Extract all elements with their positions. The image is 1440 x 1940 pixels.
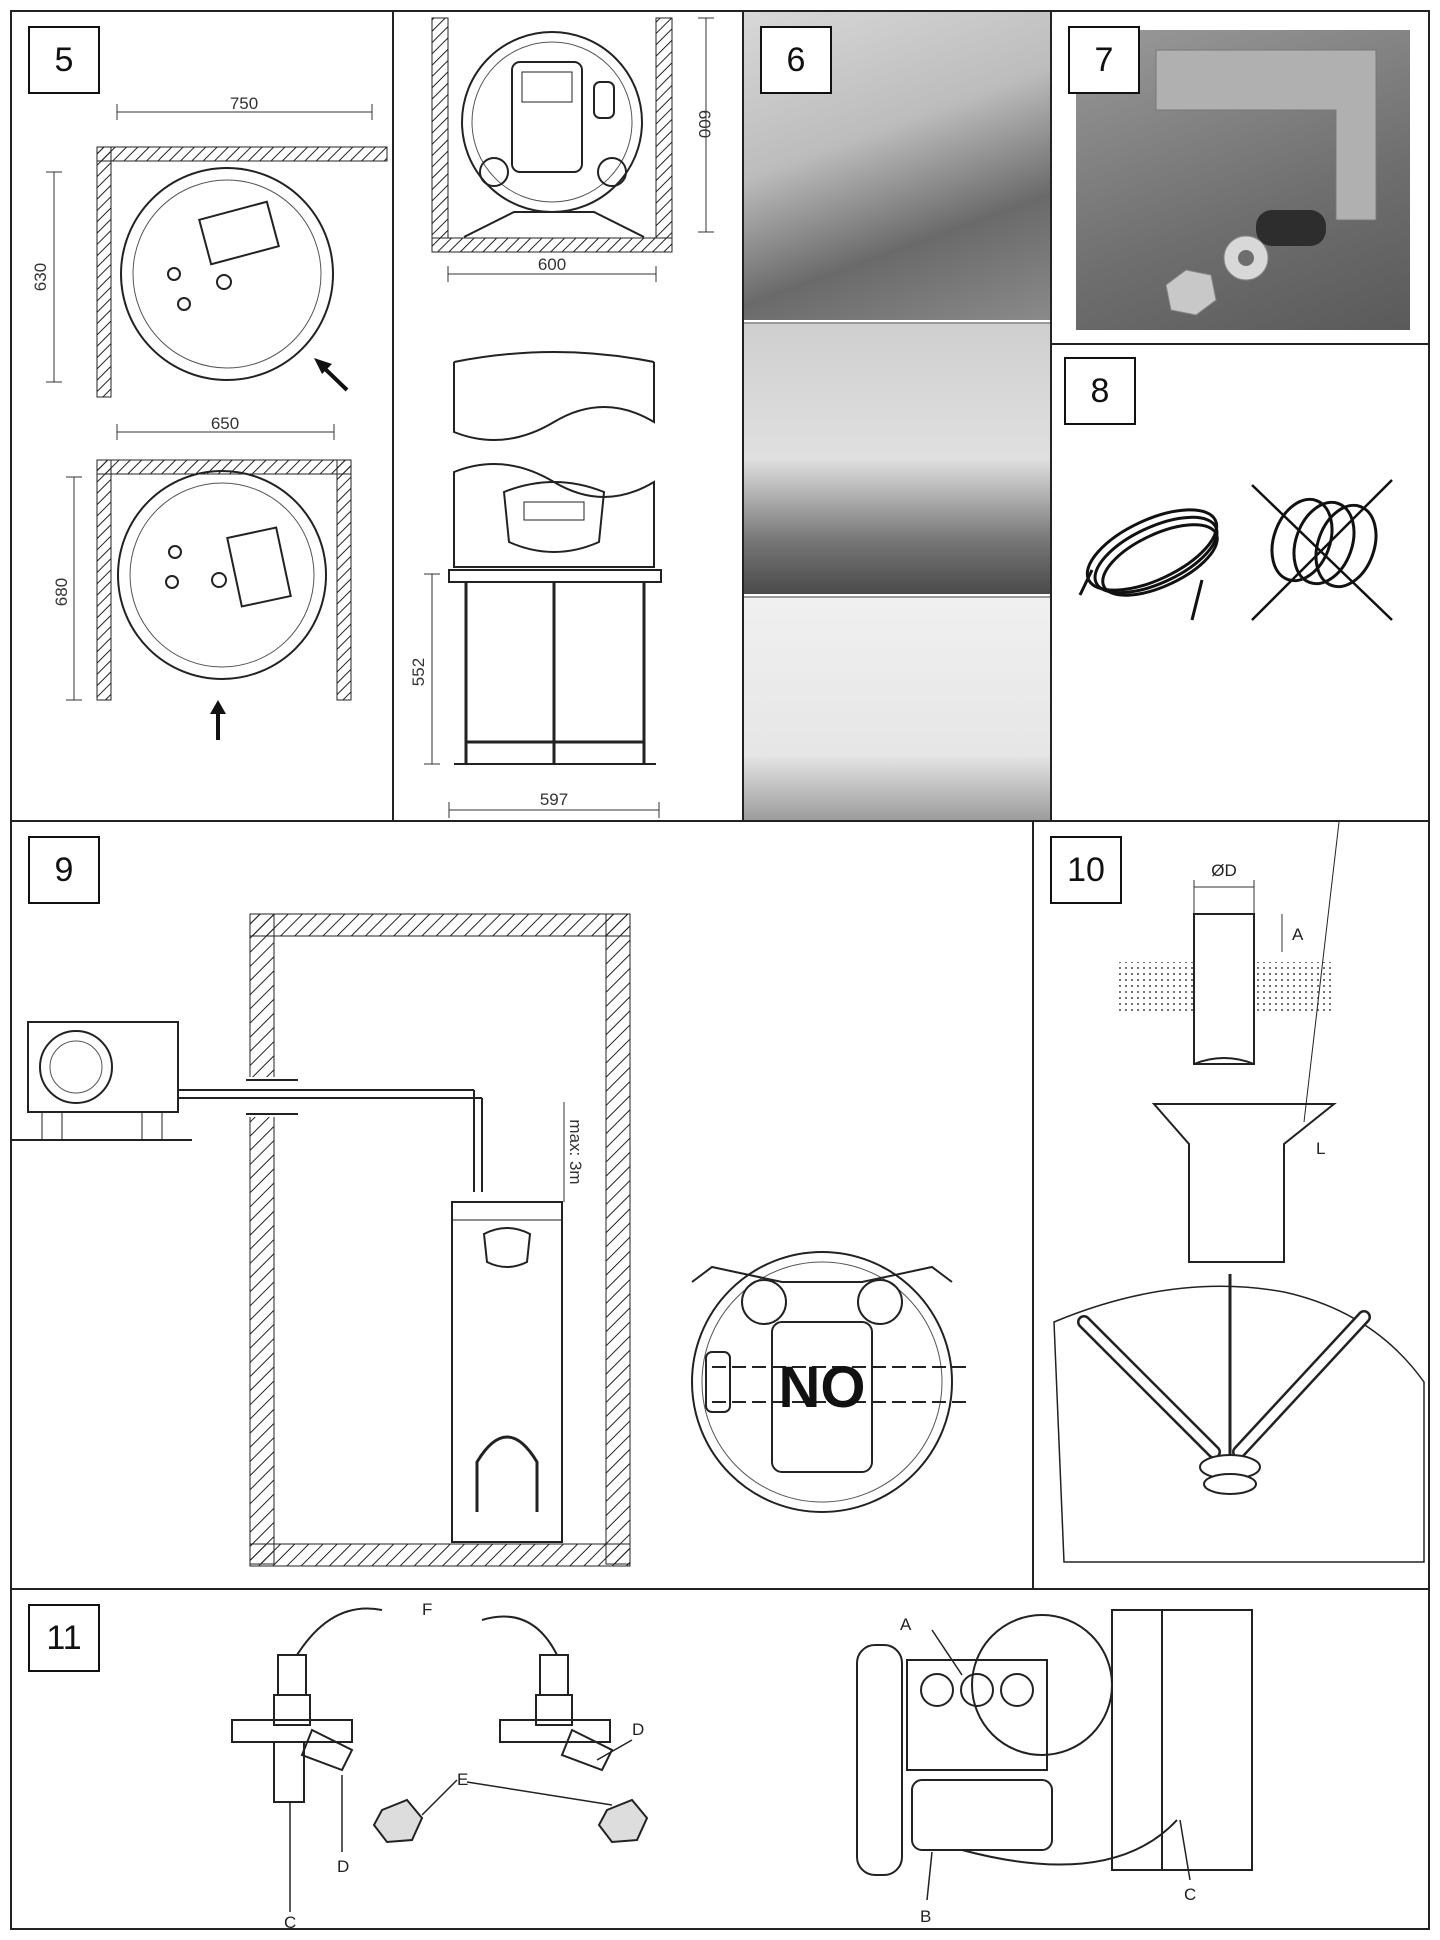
photo-wrench [744,324,1050,596]
panel-5: 5 750 630 [10,10,394,822]
panel-number: 10 [1050,836,1122,904]
label-c-right: C [1184,1885,1196,1904]
no-label: NO [779,1355,866,1420]
dim-552: 552 [409,658,428,686]
refrigerant-pipes [178,1089,483,1192]
panel-8: 8 [1050,343,1430,822]
top-view-no-diagram: NO [691,1251,972,1513]
panel-9: 9 max: [10,820,1034,1590]
label-a-manifold: A [900,1615,912,1634]
label-od: ØD [1211,861,1237,880]
panel-7: 7 [1050,10,1430,345]
panel-number: 11 [28,1604,100,1672]
two-wrench-tightening [1053,1274,1425,1563]
hose-coiling-diagram [1078,479,1393,621]
label-l: L [1316,1139,1325,1158]
panel-6: 6 [742,10,1052,822]
service-valves [231,1607,649,1912]
dim-750: 750 [230,94,258,113]
installation-position-diagram: max: 3m NO [12,913,972,1567]
flare-detail: L [1151,822,1340,1263]
panel-number: 7 [1068,26,1140,94]
correct-coil [1078,508,1219,621]
label-a: A [1292,925,1304,944]
panel-11: 11 F D D E C [10,1588,1430,1930]
panel-number: 6 [760,26,832,94]
pipe-cut-detail: ØD A [1119,861,1334,1065]
label-d-left: D [337,1857,349,1876]
vacuum-pump-gauge-setup [856,1609,1253,1901]
heat-pump-water-heater [451,1201,563,1543]
unit-on-stand: 552 597 [409,351,662,818]
corner-install-diagram: 750 630 [31,94,388,398]
dim-600-side: 600 [695,110,714,138]
label-b: B [920,1907,931,1926]
alcove-install-diagram: 650 680 [52,414,352,740]
dim-630: 630 [31,263,50,291]
dim-650: 650 [211,414,239,433]
label-d-right: D [632,1720,644,1739]
stand-and-clearance-diagram: 600 600 552 597 [409,17,714,818]
pipe-flaring-diagram: ØD A L [1053,822,1425,1563]
wall-clearance-top-view-diagrams: 750 630 650 6 [31,94,388,740]
clearance-box: 600 600 [431,17,714,282]
photo-base [744,598,1050,820]
label-c-left: C [284,1913,296,1930]
dim-600-bottom: 600 [538,255,566,274]
panel-number: 5 [28,26,100,94]
dim-max-3m: max: 3m [566,1119,585,1184]
panel-5-front-view: 600 600 552 597 [392,10,744,822]
service-valve-and-vacuum-diagram: F D D E C A B C [231,1600,1253,1930]
panel-10: 10 ØD A L [1032,820,1430,1590]
outdoor-unit [12,1021,192,1141]
panel-number: 9 [28,836,100,904]
room-walls [246,913,631,1567]
dim-680: 680 [52,578,71,606]
incorrect-coil [1251,479,1393,621]
dim-597: 597 [540,790,568,809]
label-f: F [422,1600,432,1619]
panel-number: 8 [1064,357,1136,425]
label-e: E [457,1770,468,1789]
